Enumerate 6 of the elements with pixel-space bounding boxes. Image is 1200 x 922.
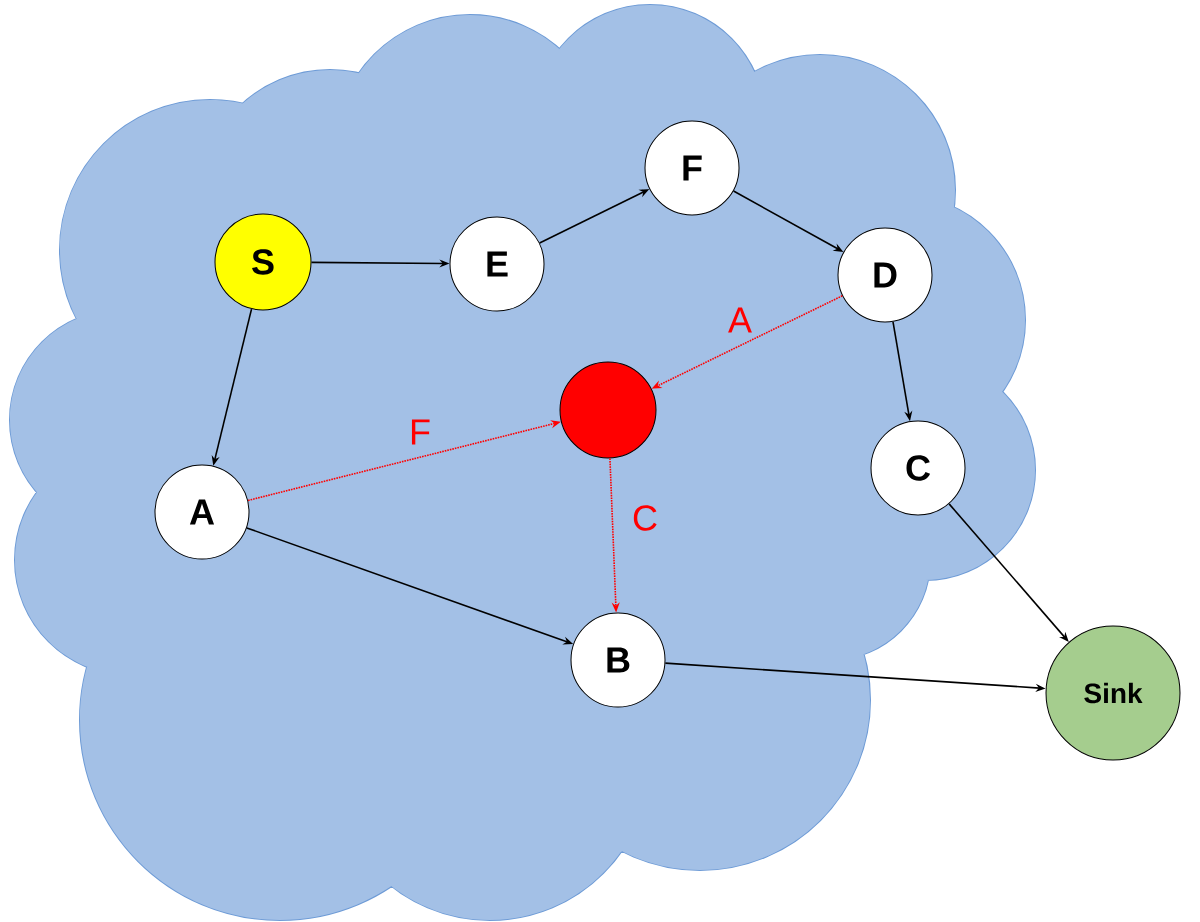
node-circle (559, 361, 657, 459)
edge-label: C (633, 505, 657, 531)
edge-label: F (411, 419, 430, 445)
cloud-shape (9, 4, 1036, 921)
arrow (948, 503, 1069, 642)
edge-label: A (728, 307, 752, 333)
